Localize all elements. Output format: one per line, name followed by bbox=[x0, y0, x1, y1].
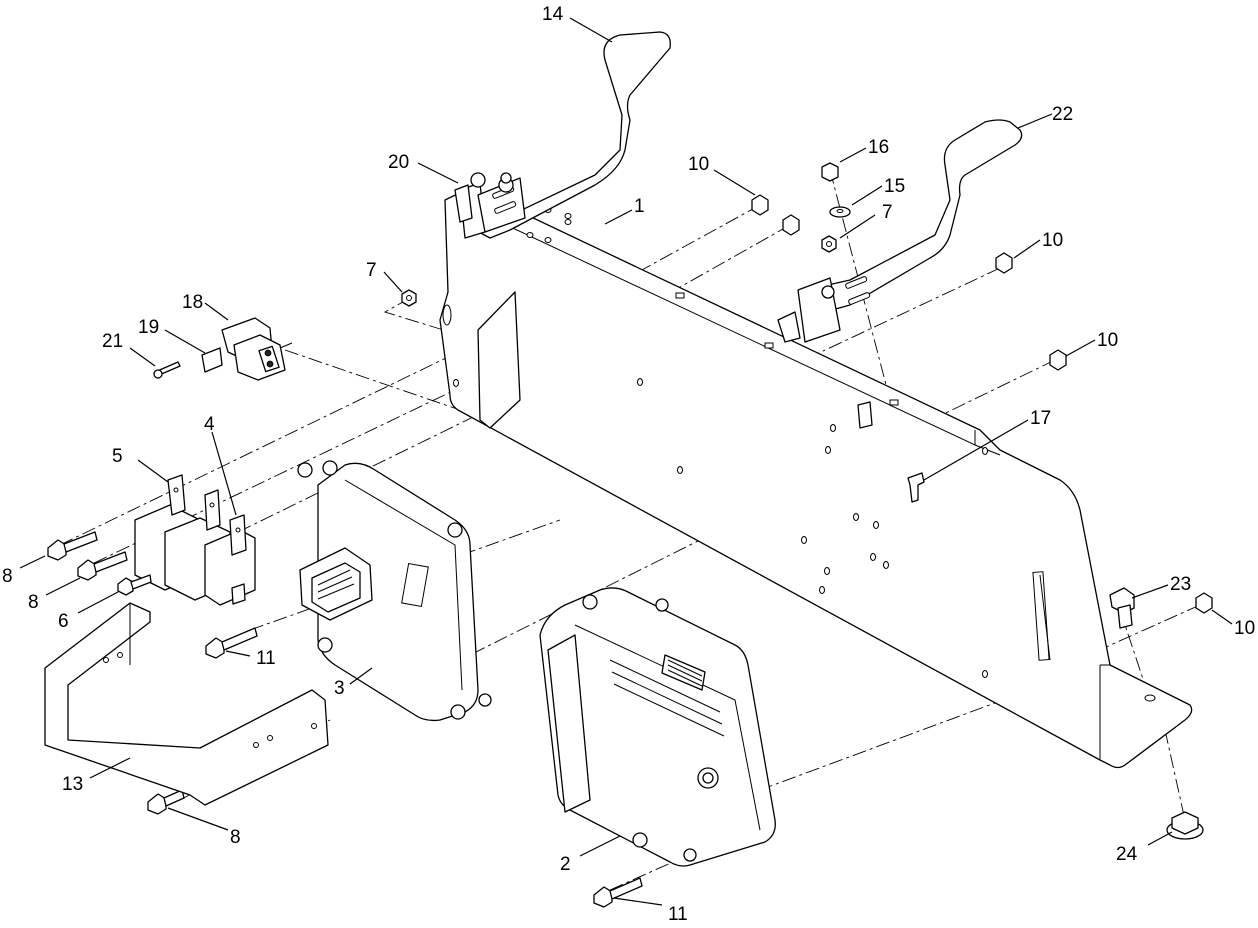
support-bracket bbox=[44, 602, 329, 806]
callout-8c: 8 bbox=[230, 827, 241, 848]
callout-17: 17 bbox=[1030, 408, 1051, 429]
callout-5: 5 bbox=[112, 446, 123, 467]
leader-lines bbox=[19, 17, 1233, 906]
callout-1: 1 bbox=[634, 196, 645, 217]
callout-24: 24 bbox=[1116, 844, 1138, 865]
callout-20: 20 bbox=[388, 152, 409, 173]
callout-15: 15 bbox=[884, 176, 905, 197]
callout-16: 16 bbox=[868, 137, 889, 158]
callout-11a: 11 bbox=[256, 648, 276, 669]
fuse-holder-assembly bbox=[153, 317, 293, 381]
callout-10d: 10 bbox=[1234, 618, 1255, 639]
callout-22: 22 bbox=[1052, 104, 1073, 125]
callout-10b: 10 bbox=[1042, 230, 1063, 251]
callout-10c: 10 bbox=[1097, 330, 1118, 351]
callout-14: 14 bbox=[542, 4, 564, 25]
callout-3: 3 bbox=[334, 678, 345, 699]
handle-bracket-left bbox=[454, 31, 671, 239]
callout-4: 4 bbox=[204, 414, 215, 435]
callout-13: 13 bbox=[62, 774, 83, 795]
callout-labels: 1 2 3 4 5 6 7 7 8 8 8 10 10 10 10 11 11 … bbox=[2, 4, 1255, 925]
callout-8b: 8 bbox=[28, 592, 39, 613]
bolts bbox=[47, 531, 1135, 908]
callout-10a: 10 bbox=[688, 154, 709, 175]
callout-18: 18 bbox=[182, 292, 203, 313]
callout-19: 19 bbox=[138, 317, 159, 338]
callout-8a: 8 bbox=[2, 566, 13, 587]
callout-23: 23 bbox=[1170, 574, 1191, 595]
callout-11b: 11 bbox=[668, 904, 688, 925]
controller-module-large bbox=[539, 587, 776, 867]
relay-assembly bbox=[134, 474, 256, 606]
hardware-nuts bbox=[401, 162, 1213, 614]
controller-module-small bbox=[297, 460, 492, 722]
callout-7a: 7 bbox=[366, 260, 377, 281]
handle-bracket-right bbox=[797, 119, 1023, 343]
callout-6: 6 bbox=[58, 611, 69, 632]
callout-21: 21 bbox=[102, 331, 123, 352]
flange-nut bbox=[1166, 811, 1204, 840]
callout-2: 2 bbox=[560, 854, 571, 875]
callout-7b: 7 bbox=[882, 202, 893, 223]
